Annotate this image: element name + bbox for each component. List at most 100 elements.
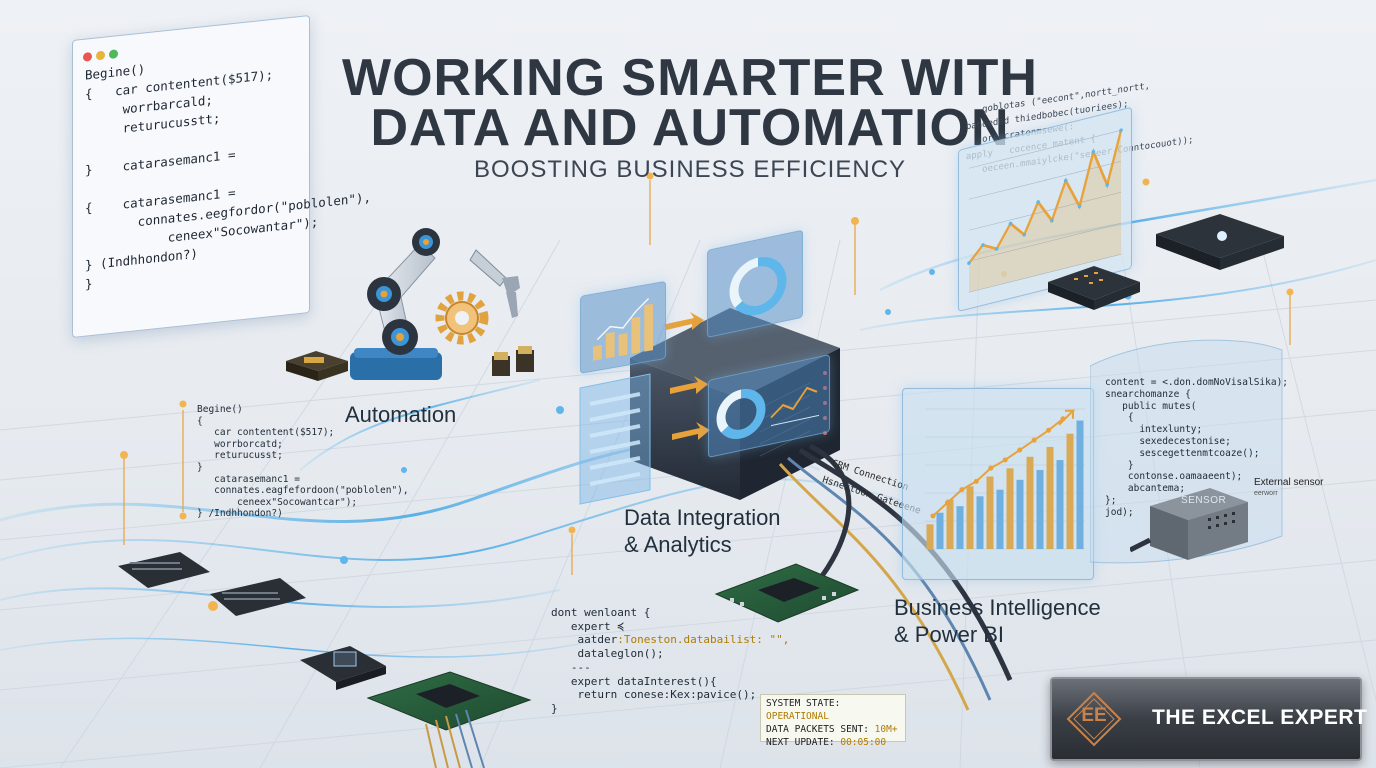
bi-bar-9 [1006,468,1014,549]
status-packets-value: 10M+ [874,724,898,735]
external-sensor-label: External sensor [1254,477,1324,488]
mini-bar-trend [596,297,650,341]
bi-trend-point-5 [988,465,994,471]
logo-diamond-icon [1066,691,1122,747]
business-intelligence-label-text: Business Intelligence & Power BI [894,595,1101,647]
business-intelligence-label: Business Intelligence & Power BI [894,594,1101,648]
trend-point-5 [1022,232,1027,237]
bi-trend-point-1 [930,513,936,519]
mini-bar-2 [605,331,615,359]
bi-bar-8 [996,489,1004,549]
trend-chart-panel [958,106,1132,312]
robot-gripper [469,249,520,318]
mini-bar-5 [644,303,654,352]
mini-bar-1 [593,344,602,361]
bottom-code-line-6: expert dataInterest(){ [551,674,717,688]
trend-point-4 [1008,221,1013,226]
trend-gridline [969,223,1121,262]
status-line-state: SYSTEM STATE: OPERATIONAL [766,697,900,723]
minimize-dot [96,50,105,61]
data-integration-label: Data Integration & Analytics [624,504,781,558]
pie-bottom-baseline [771,414,819,427]
mini-bar-4 [631,316,641,354]
bi-bar-12 [1036,469,1044,549]
hardware-tile-mid [1048,266,1140,310]
bi-bar-10 [1016,479,1024,549]
trend-point-12 [1119,128,1123,133]
pie-chart-bottom [716,386,819,440]
mini-bar-chart [593,297,654,361]
bi-bar-13 [1046,446,1054,549]
bottom-code-line-8: } [551,701,558,715]
pie-bottom-slice-1 [721,388,766,440]
sensor-label: SENSOR [1181,495,1227,506]
data-integration-label-text: Data Integration & Analytics [624,505,781,557]
circuit-strip-left [118,552,532,768]
title-line-1: WORKING SMARTER WITH [342,49,1038,107]
trend-point-11 [1105,183,1109,187]
mini-bar-3 [618,333,628,357]
bottom-code-line-2: expert ≼ [551,619,624,633]
trend-point-3 [994,247,999,251]
excel-expert-logo: EE THE EXCEL EXPERT [1050,677,1367,761]
bottom-code-line-3: aatder [551,633,618,647]
trend-gridline [969,161,1121,200]
bottom-code-snippet: dont wenloant { expert ≼ aatder:Toneston… [551,606,789,716]
bi-bar-7 [986,476,994,549]
bi-bar-15 [1066,433,1074,549]
mini-bar-chart-panel [580,280,666,374]
trend-point-9 [1077,204,1082,209]
bi-trend-point-7 [1017,447,1023,453]
bi-bar-3 [946,499,954,549]
bi-trend-point-9 [1046,427,1052,433]
pie-top-slice-1 [734,257,787,316]
status-line-packets: DATA PACKETS SENT: 10M+ [766,723,900,736]
logo-text: THE EXCEL EXPERT [1152,706,1368,729]
status-state-key: SYSTEM STATE: [766,698,841,709]
bottom-code-line-3-hl: :Toneston.databailist: "", [617,633,790,647]
maximize-dot [109,49,118,60]
server-top [630,308,840,398]
bottom-code-line-4: dataleglon(); [551,647,664,661]
status-packets-key: DATA PACKETS SENT: [766,724,875,735]
bi-bar-chart [925,408,1085,550]
status-update-value: 00:05:00 [840,737,887,748]
bi-bar-1 [926,524,934,549]
small-module-left [286,351,348,381]
bottom-code-line-5: --- [551,660,591,674]
status-line-update: NEXT UPDATE: 00:05:00 [766,736,900,749]
bi-bar-11 [1026,456,1034,549]
bi-trend-arrow [1058,409,1076,426]
bi-bar-14 [1056,460,1064,549]
trend-gridline [969,130,1121,169]
status-update-key: NEXT UPDATE: [766,737,841,748]
right-code-snippet: content = <.don.domNoVisalSika); snearch… [1105,377,1289,518]
bi-bar-4 [956,506,964,549]
hardware-tile-top [1156,214,1284,270]
code-window: Begine() { car contentent($517); worrbar… [72,14,371,338]
trend-point-2 [981,243,985,247]
subtitle: BOOSTING BUSINESS EFFICIENCY [473,156,907,183]
bottom-code-line-7: return conese:Kex:pavice(); [551,688,757,702]
trend-point-7 [1050,218,1054,223]
bi-bar-2 [936,512,944,549]
bi-trend-point-6 [1002,457,1008,463]
trend-gridline [969,254,1121,293]
pie-top-slice-2 [729,257,759,308]
system-status-box: SYSTEM STATE: OPERATIONAL DATA PACKETS S… [760,694,906,748]
pie-bottom-slice-2 [716,389,742,433]
bi-bar-16 [1076,420,1084,549]
trend-point-1 [967,261,971,265]
trend-line [968,130,1123,264]
pie-chart-top [729,257,787,316]
logo-monogram: EE [1081,705,1107,726]
small-module-right [492,346,534,376]
sensor-device [1130,488,1248,560]
bi-trend-point-3 [959,487,965,493]
bi-trend-point-2 [944,500,950,506]
close-dot [83,51,92,62]
left-code-snippet: Begine() { car contentent($517); worrbor… [197,404,409,520]
status-state-value: OPERATIONAL [766,711,829,722]
external-sensor-sublabel: eerworr [1254,490,1278,497]
